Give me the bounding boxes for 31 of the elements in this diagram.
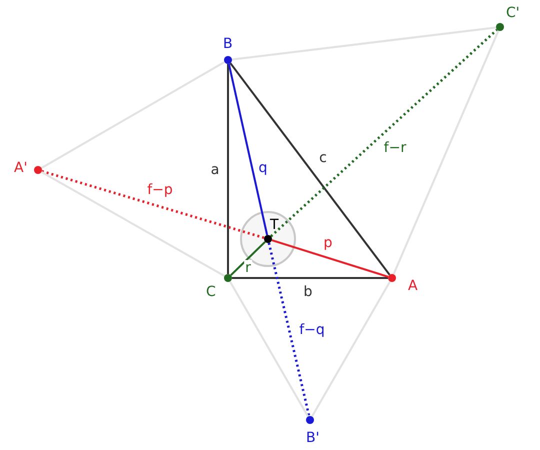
- line-segment: [40, 171, 226, 277]
- point-label: B: [223, 36, 233, 52]
- point-dot: [224, 274, 232, 282]
- point-dot: [306, 416, 314, 424]
- line-segment: [227, 64, 229, 274]
- point-label: A': [14, 160, 28, 176]
- line-segment: [232, 26, 496, 61]
- point-dot: [496, 23, 504, 31]
- line-segment: [272, 239, 388, 278]
- point-label: B': [306, 430, 320, 446]
- line-segment: [311, 280, 391, 418]
- point-label: C: [206, 284, 216, 300]
- edge-label: f−q: [298, 322, 326, 338]
- line-segment: [392, 30, 500, 275]
- point-label: A: [408, 278, 418, 294]
- point-label: T: [270, 217, 279, 233]
- point-label: C': [506, 5, 520, 21]
- point-dot: [388, 274, 396, 282]
- point-dot: [34, 166, 42, 174]
- line-segment: [230, 241, 266, 276]
- point-dot: [264, 235, 272, 243]
- dotted-line: [268, 242, 310, 416]
- line-segment: [40, 61, 226, 169]
- dotted-line: [41, 170, 265, 240]
- dotted-line: [270, 28, 498, 238]
- line-segment: [230, 62, 390, 276]
- point-dot: [224, 56, 232, 64]
- line-segment: [229, 280, 309, 418]
- line-segment: [232, 277, 388, 279]
- line-segment: [228, 64, 268, 236]
- edge-label: f−p: [146, 182, 174, 198]
